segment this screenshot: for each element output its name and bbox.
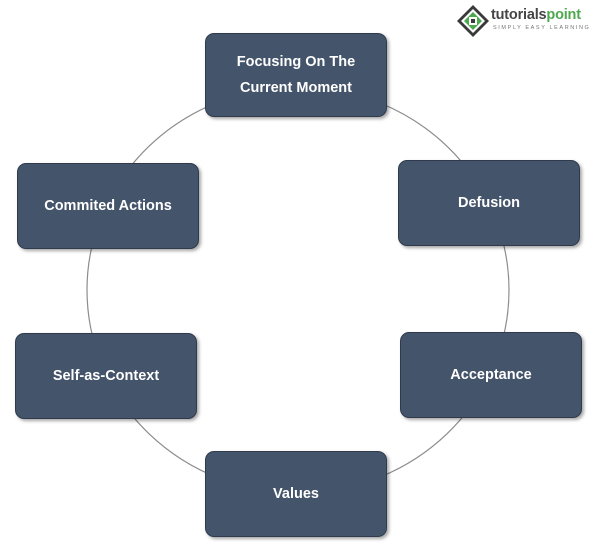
node-values: Values bbox=[205, 451, 387, 537]
tutorialspoint-logo: tutorialspoint SIMPLY EASY LEARNING bbox=[456, 4, 596, 38]
logo-diamond-icon bbox=[457, 5, 489, 37]
node-focusing-on-current-moment: Focusing On The Current Moment bbox=[205, 33, 387, 117]
node-acceptance: Acceptance bbox=[400, 332, 582, 418]
node-focusing-line1: Focusing On The bbox=[236, 54, 356, 70]
node-values-label: Values bbox=[273, 486, 319, 502]
node-self-as-context-label: Self-as-Context bbox=[52, 368, 160, 384]
logo-tagline: SIMPLY EASY LEARNING bbox=[493, 25, 591, 31]
node-defusion-label: Defusion bbox=[457, 195, 521, 211]
node-commited-actions: Commited Actions bbox=[17, 163, 199, 249]
node-focusing-line2: Current Moment bbox=[240, 80, 352, 96]
node-commited-actions-label: Commited Actions bbox=[44, 198, 172, 214]
node-acceptance-label: Acceptance bbox=[450, 367, 532, 383]
node-defusion: Defusion bbox=[398, 160, 580, 246]
logo-wordmark-part2: point bbox=[546, 7, 581, 23]
logo-wordmark-part1: tutorials bbox=[491, 7, 547, 23]
node-self-as-context: Self-as-Context bbox=[15, 333, 197, 419]
logo-wordmark: tutorialspoint bbox=[491, 7, 581, 23]
cycle-ring-path bbox=[86, 86, 510, 494]
